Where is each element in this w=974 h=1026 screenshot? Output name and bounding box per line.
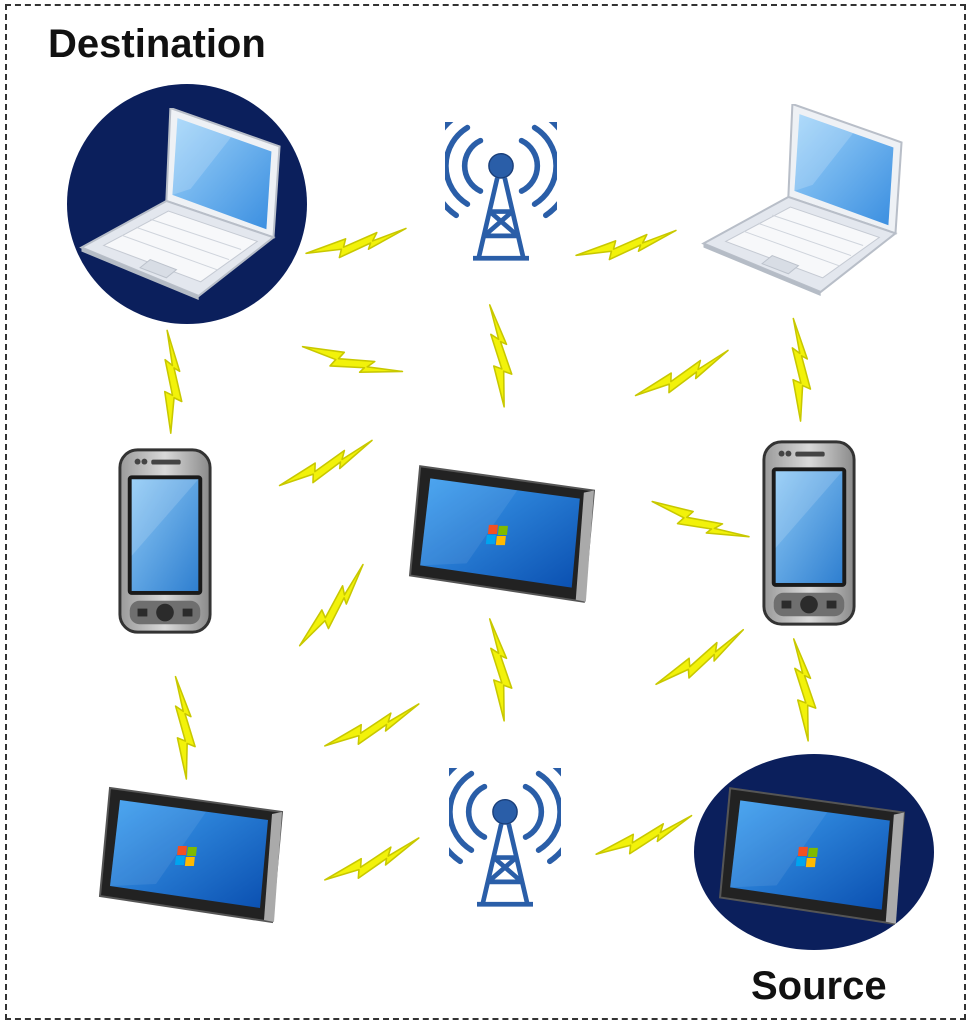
link-bolt-phone-left-tablet-center [273,439,379,491]
phone-right-icon [762,440,856,626]
tablet-bottom-left-icon [99,787,283,923]
link-bolt-laptop-right-tablet-center [629,349,735,401]
laptop-top-right-icon [702,104,903,296]
link-bolt-tower-bottom-source [591,814,697,860]
destination-label: Destination [48,22,266,66]
link-bolt-tower-top-tablet-center [478,304,520,409]
link-bolt-tablet-bottom-left-tower-bottom [319,837,425,885]
link-bolt-destination-tower-top [305,227,407,259]
link-bolt-tablet-center-phone-right [649,480,750,562]
link-bolt-laptop-right-phone-right [775,317,823,423]
link-bolt-tablet-bottom-left-tablet-center [319,703,425,751]
link-bolt-phone-right-source [782,638,824,743]
tablet-center-icon [409,465,595,603]
diagram-frame [5,4,966,1020]
link-bolt-tablet-center-tower-bottom [478,618,520,723]
phone-left-icon [118,448,212,634]
link-bolt-phone-left-tablet-center-lower [283,563,382,650]
link-bolt-phone-left-tablet-bottom-left [160,675,206,781]
link-bolt-destination-tablet-center [299,323,404,398]
link-bolt-destination-phone-left [145,329,197,435]
link-bolt-tower-top-laptop-right [575,229,677,261]
tower-bottom-icon [434,762,576,904]
source-label: Source [751,964,887,1008]
tower-top-icon [430,116,572,258]
link-bolt-phone-right-tablet-bottom-left [647,628,754,690]
